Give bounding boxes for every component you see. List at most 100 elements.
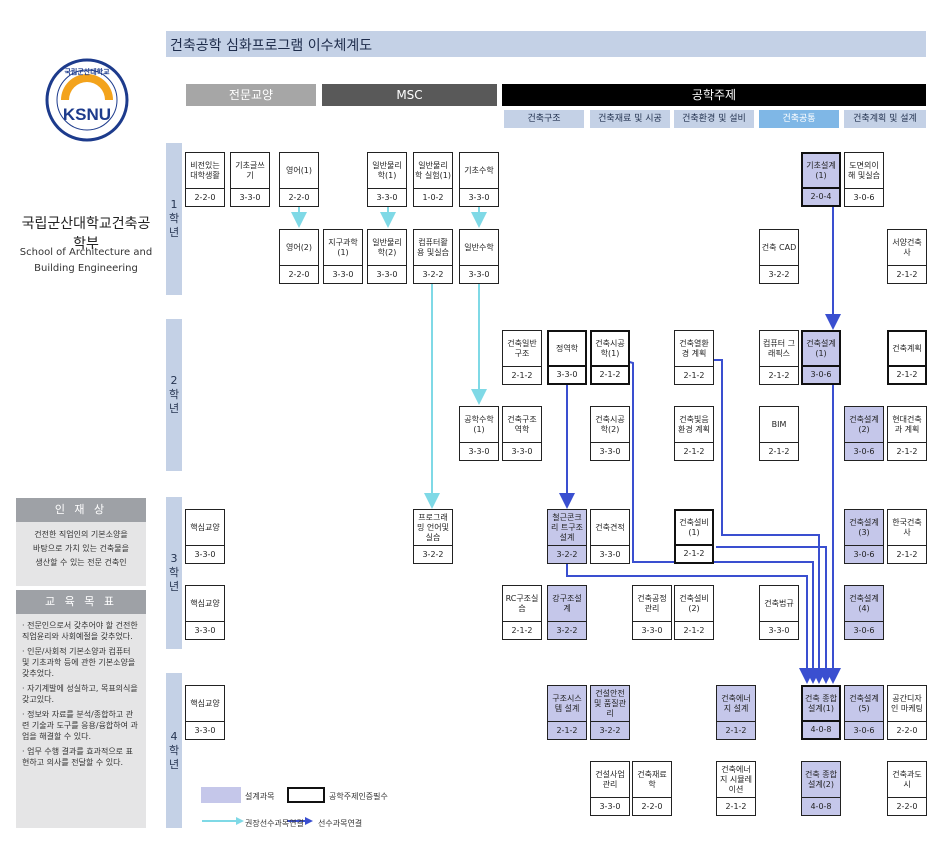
course-credit: 2-2-0 bbox=[896, 802, 918, 811]
legend-design-label: 설계과목 bbox=[245, 792, 275, 801]
course-credit: 3-3-0 bbox=[468, 447, 490, 456]
course-name: 철근콘크리 트구조설계 bbox=[548, 510, 586, 546]
course-name: 도면의이해 및실습 bbox=[845, 153, 883, 189]
course-credit: 3-3-0 bbox=[376, 193, 398, 202]
course-credit: 3-0-6 bbox=[853, 550, 875, 559]
course-credit: 2-2-0 bbox=[896, 726, 918, 735]
course-credit: 2-1-2 bbox=[896, 370, 918, 379]
legend-required-label: 공학주제인증필수 bbox=[329, 792, 388, 801]
course-name: 건축 CAD bbox=[760, 230, 798, 266]
svg-text:국립군산대학교: 국립군산대학교 bbox=[64, 67, 110, 76]
course-name: 핵심교양 bbox=[186, 586, 224, 622]
course-name: 일반물리학 실험(1) bbox=[414, 153, 452, 189]
course-box-y4a_3: 건축에너지 설계 2-1-2 bbox=[716, 685, 756, 740]
course-box-y2b_3: 건축시공학(2) 3-3-0 bbox=[590, 406, 630, 461]
goal-item-3: · 자기계발에 성실하고, 목표의식을 갖고있다. bbox=[22, 684, 138, 704]
course-name: 컴퓨터 그래픽스 bbox=[760, 331, 798, 367]
goal-item-1: · 전문인으로서 갖추어야 할 건전한 직업윤리와 사회예절을 갖추었다. bbox=[22, 621, 138, 641]
course-box-y3a_5: 건축설계(3) 3-0-6 bbox=[844, 509, 884, 564]
legend-design-swatch bbox=[201, 787, 241, 803]
course-name: 건축에너지 설계 bbox=[717, 686, 755, 722]
course-credit: 3-0-6 bbox=[853, 626, 875, 635]
course-name: 건축에너지 시뮬레이션 bbox=[717, 762, 755, 798]
category-msc: MSC bbox=[322, 84, 497, 106]
course-box-y2a_5: 컴퓨터 그래픽스 2-1-2 bbox=[759, 330, 799, 385]
course-name: 건축계획 bbox=[889, 332, 925, 367]
subcategory-materials: 건축재료 및 시공 bbox=[590, 110, 670, 128]
school-name-en-2: Building Engineering bbox=[34, 263, 138, 274]
course-credit: 3-3-0 bbox=[599, 550, 621, 559]
talent-body: 건전한 직업인의 기본소양을 바탕으로 가치 있는 건축물을 생산할 수 있는 … bbox=[16, 522, 146, 586]
course-credit: 2-1-2 bbox=[896, 550, 918, 559]
course-credit: 3-3-0 bbox=[194, 550, 216, 559]
course-credit: 2-1-2 bbox=[768, 371, 790, 380]
course-name: 건설사업관리 bbox=[591, 762, 629, 798]
course-credit: 2-1-2 bbox=[896, 270, 918, 279]
school-name: 국립군산대학교건축공학부 bbox=[21, 216, 151, 252]
course-name: 지구과학(1) bbox=[324, 230, 362, 266]
category-major: 공학주제 bbox=[502, 84, 926, 106]
course-name: 비전있는 대학생활 bbox=[186, 153, 224, 189]
course-credit: 3-2-2 bbox=[599, 726, 621, 735]
course-credit: 2-1-2 bbox=[511, 626, 533, 635]
course-box-y4a_5: 건축설계(5)3-0-6 bbox=[844, 685, 884, 740]
course-credit: 3-3-0 bbox=[194, 626, 216, 635]
course-box-y3b_6: 건축설계(4)3-0-6 bbox=[844, 585, 884, 640]
course-credit: 2-1-2 bbox=[683, 371, 705, 380]
course-name: 공간디자인 마케팅 bbox=[888, 686, 926, 722]
course-name: 건설안전및 품질관리 bbox=[591, 686, 629, 722]
course-credit: 1-0-2 bbox=[422, 193, 444, 202]
course-credit: 3-2-2 bbox=[422, 550, 444, 559]
course-credit: 3-0-6 bbox=[853, 726, 875, 735]
course-credit: 2-1-2 bbox=[896, 447, 918, 456]
course-name: 건축시공학(2) bbox=[591, 407, 629, 443]
subcategory-environment: 건축환경 및 설비 bbox=[674, 110, 754, 128]
course-name: 강구조설계 bbox=[548, 586, 586, 622]
course-box-y4b_5: 건축과도시 2-2-0 bbox=[887, 761, 927, 816]
course-credit: 3-2-2 bbox=[556, 626, 578, 635]
subcategory-common: 건축공통 bbox=[759, 110, 839, 128]
course-box-y3a_2: 철근콘크리 트구조설계 3-2-2 bbox=[547, 509, 587, 564]
course-box-y3a_4: 건축설비(1)2-1-2 bbox=[674, 509, 714, 564]
course-name: 핵심교양 bbox=[186, 686, 224, 722]
course-box-y4b_4: 건축 종합설계(2)4-0-8 bbox=[801, 761, 841, 816]
course-name: 건축 종합설계(2) bbox=[802, 762, 840, 798]
course-name: 건축과도시 bbox=[888, 762, 926, 798]
course-box-y3b_0: 핵심교양 3-3-0 bbox=[185, 585, 225, 640]
course-credit: 3-3-0 bbox=[556, 370, 578, 379]
course-box-y4a_6: 공간디자인 마케팅 2-2-0 bbox=[887, 685, 927, 740]
course-credit: 2-1-2 bbox=[725, 726, 747, 735]
university-seal-logo: KSNU 국립군산대학교 bbox=[45, 58, 129, 142]
course-credit: 3-2-2 bbox=[556, 550, 578, 559]
course-box-y2a_2: 정역학 3-3-0 bbox=[547, 330, 587, 385]
course-name: BIM bbox=[760, 407, 798, 443]
course-box-y1b_1: 영어(2)2-2-0 bbox=[279, 229, 319, 284]
course-credit: 3-0-6 bbox=[853, 447, 875, 456]
course-credit: 3-3-0 bbox=[599, 447, 621, 456]
course-name: 영어(2) bbox=[280, 230, 318, 266]
course-name: 건축공정관리 bbox=[633, 586, 671, 622]
course-name: 건축시공학(1) bbox=[592, 332, 628, 367]
course-box-y2b_6: 건축설계(2)3-0-6 bbox=[844, 406, 884, 461]
course-name: 프로그래밍 언어및실습 bbox=[414, 510, 452, 546]
course-name: 건축설계(3) bbox=[845, 510, 883, 546]
course-credit: 2-2-0 bbox=[288, 193, 310, 202]
course-name: 정역학 bbox=[549, 332, 585, 367]
legend-required-swatch bbox=[287, 787, 325, 803]
course-box-y1a_7: 기초설계(1)2-0-4 bbox=[801, 152, 841, 207]
course-credit: 3-3-0 bbox=[511, 447, 533, 456]
